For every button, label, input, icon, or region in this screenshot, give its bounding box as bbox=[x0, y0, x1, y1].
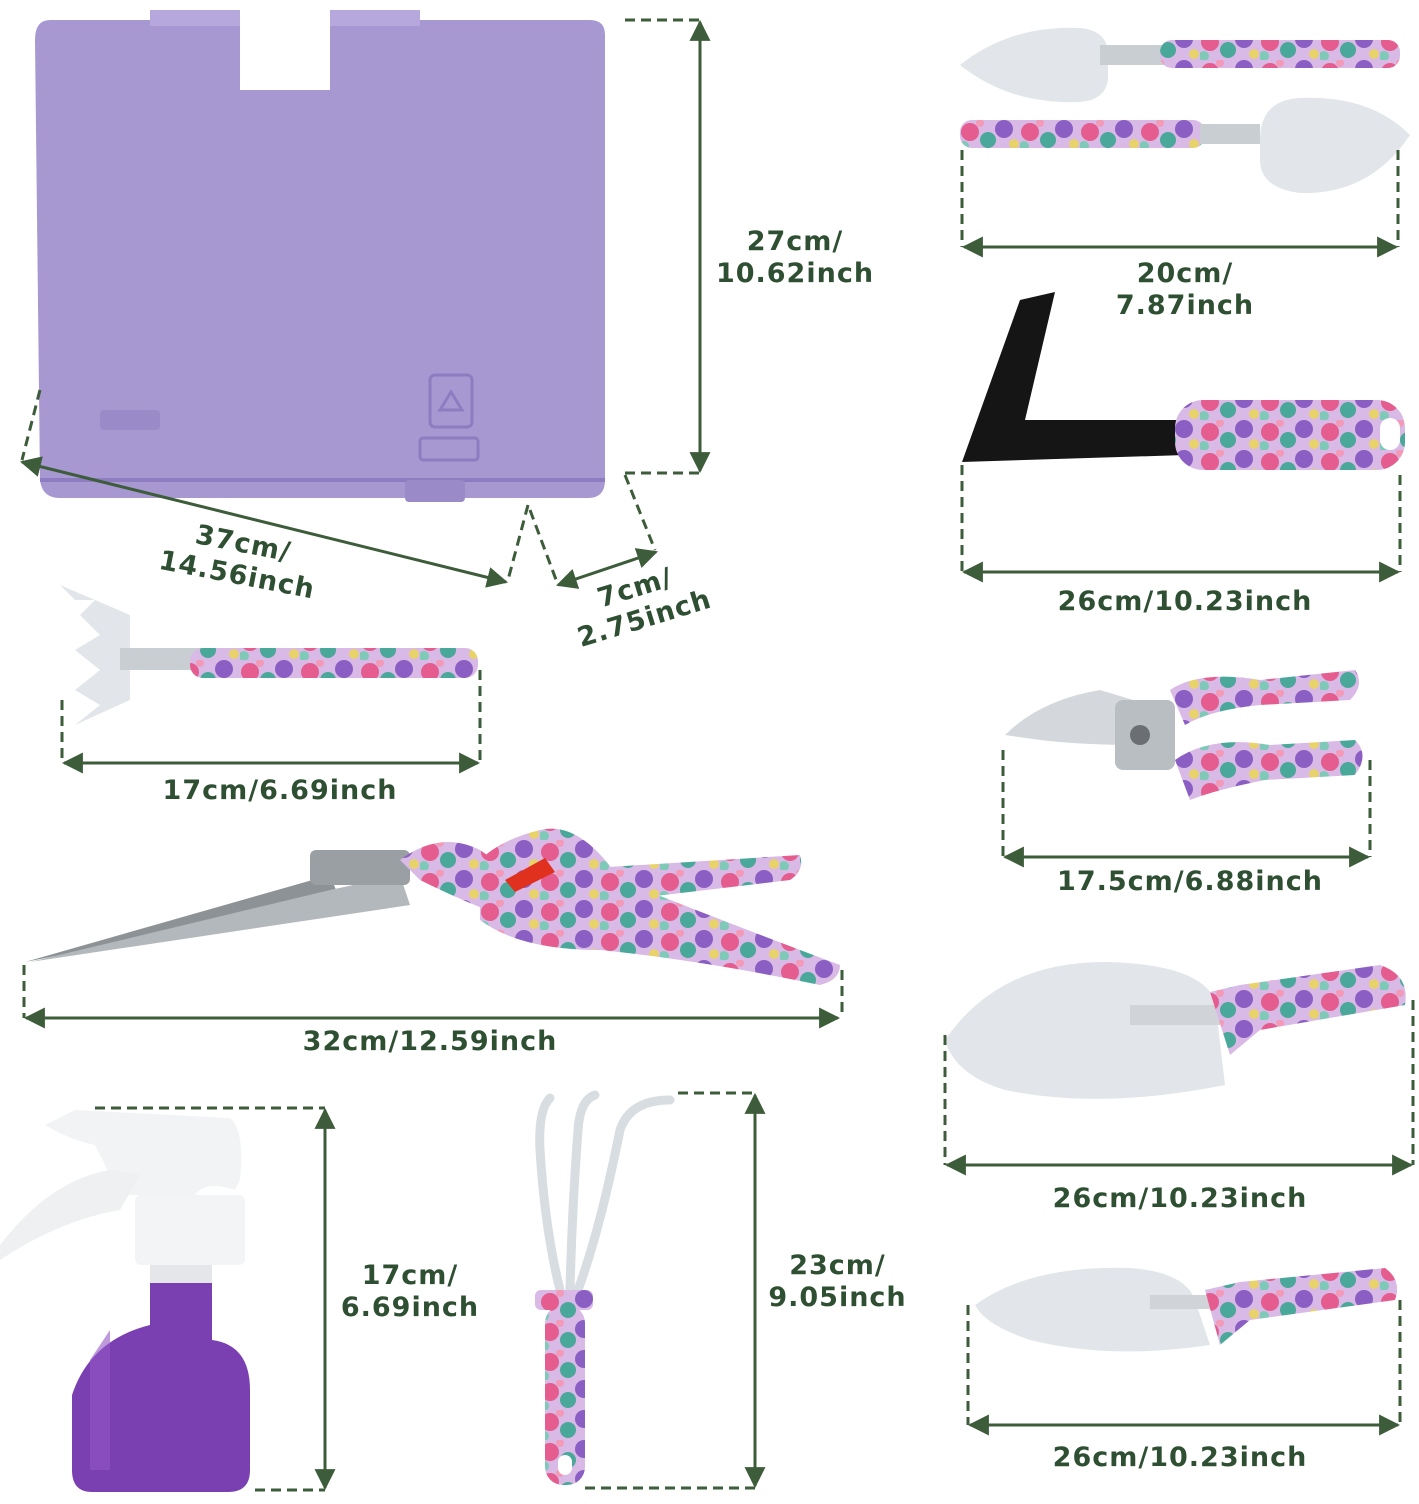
transplanter-tools bbox=[960, 27, 1410, 194]
spray-bottle-dimension bbox=[95, 1106, 336, 1492]
pruner-dimension bbox=[1001, 750, 1372, 868]
large-trowel-label: 26cm/10.23inch bbox=[1052, 1183, 1308, 1214]
grass-shears-dimension bbox=[22, 965, 844, 1029]
large-trowel-dimension bbox=[943, 1000, 1415, 1176]
small-trowel-tool bbox=[975, 1267, 1398, 1352]
cultivator-rake-tool bbox=[60, 585, 478, 725]
hand-rake-dimension bbox=[585, 1091, 766, 1490]
grass-shears-label: 32cm/12.59inch bbox=[302, 1026, 558, 1057]
hand-rake-handle bbox=[535, 1290, 593, 1485]
small-trowel-dimension bbox=[966, 1300, 1402, 1436]
recycle-icon bbox=[428, 373, 474, 429]
weeder-dimension bbox=[960, 465, 1402, 583]
hand-rake-label: 23cm/9.05inch bbox=[768, 1250, 907, 1313]
cultivator-rake-label: 17cm/6.69inch bbox=[162, 775, 398, 806]
spray-bottle-label: 17cm/6.69inch bbox=[340, 1260, 480, 1323]
transplanter-label: 20cm/7.87inch bbox=[1115, 258, 1255, 321]
transplanter-dimension bbox=[960, 150, 1400, 258]
weeder-tool bbox=[962, 292, 1405, 470]
grass-shears-tool bbox=[25, 828, 840, 985]
case-handle-opening bbox=[240, 30, 330, 88]
large-trowel-tool bbox=[945, 961, 1406, 1099]
small-trowel-label: 26cm/10.23inch bbox=[1052, 1442, 1308, 1473]
weeder-label: 26cm/10.23inch bbox=[1057, 586, 1313, 617]
pruner-tool bbox=[1005, 670, 1363, 800]
tool-case bbox=[35, 10, 605, 502]
hand-rake-tool bbox=[535, 1090, 675, 1295]
lock-button-icon bbox=[505, 858, 555, 892]
case-height-label: 27cm/10.62inch bbox=[715, 226, 875, 289]
case-dimension-lines bbox=[19, 18, 711, 589]
pruner-label: 17.5cm/6.88inch bbox=[1057, 866, 1323, 897]
cultivator-rake-dimension bbox=[60, 670, 482, 774]
spray-bottle bbox=[0, 1110, 250, 1492]
